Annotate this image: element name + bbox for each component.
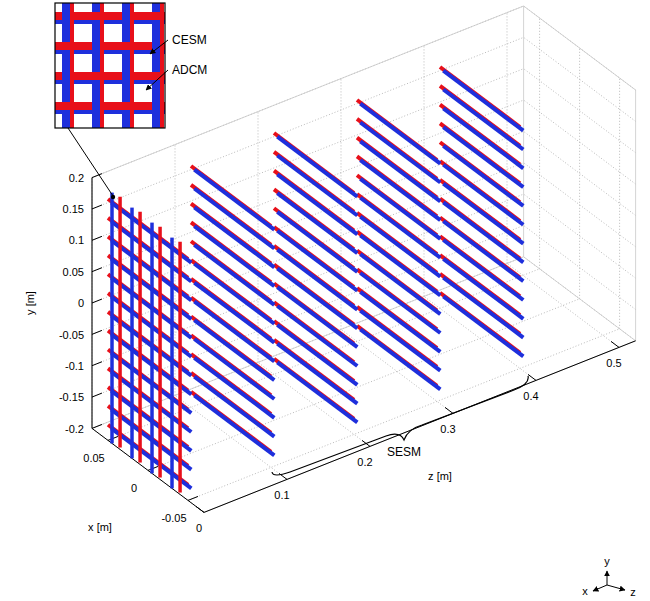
axis-line [92, 299, 102, 303]
electrode-panels [108, 67, 523, 493]
tick-label: 0 [131, 483, 137, 494]
tick-label: -0.05 [161, 513, 186, 524]
triad-arrow [593, 585, 607, 591]
inset-strip [120, 42, 136, 50]
inset-leader-dot [111, 195, 115, 199]
axis-line [92, 205, 102, 209]
tick-label: 0.3 [440, 424, 455, 435]
zoom-inset [55, 3, 165, 128]
grid-line [579, 48, 580, 299]
inset-frame [55, 3, 165, 128]
grid-line [524, 69, 636, 153]
electrode-strip [178, 242, 182, 493]
brace [272, 376, 528, 475]
axis-line [92, 424, 102, 428]
axis-grid [92, 6, 636, 512]
electrode-strip [443, 296, 523, 356]
axis-label: y [m] [25, 291, 36, 315]
tick-label: -0.2 [65, 424, 84, 435]
inset-strip [120, 102, 136, 110]
grid-line [92, 428, 204, 512]
grid-line [92, 225, 524, 397]
tick-label: 0.1 [274, 490, 289, 501]
inset-strip [55, 102, 165, 110]
electrode-strip [118, 197, 122, 448]
tick-label: -0.05 [59, 330, 84, 341]
axis-line [204, 341, 636, 513]
tick-label: 0.2 [357, 457, 372, 468]
inset-leader [68, 128, 113, 196]
axis-line [445, 407, 453, 413]
grid-line [507, 263, 619, 347]
axis-line [92, 362, 102, 366]
inset-strip [90, 12, 106, 20]
tick-label: 0.05 [83, 453, 104, 464]
axis-line [196, 506, 204, 512]
grid-line [92, 131, 524, 303]
callout-label: SESM [387, 446, 421, 458]
callout-leader [150, 40, 168, 54]
electrode-strip [110, 193, 114, 444]
tick-label: 0 [78, 298, 84, 309]
tick-label: 0.15 [63, 204, 84, 215]
inset-strip [55, 42, 165, 50]
tick-label: 0.05 [63, 267, 84, 278]
triad-arrow [607, 585, 625, 590]
electrode-strip [194, 395, 274, 455]
axis-line [528, 374, 536, 380]
axis-line [92, 236, 102, 240]
wall-outline [524, 6, 636, 341]
grid-line [258, 362, 370, 446]
electrode-strip [138, 212, 142, 463]
axis-line [92, 393, 102, 397]
electrode-strip [360, 329, 440, 389]
grid-line [619, 78, 620, 329]
axis-line [188, 496, 198, 500]
tick-label: 0.5 [606, 358, 621, 369]
triad-arrow [607, 571, 608, 585]
callout-label: ADCM [172, 64, 207, 76]
axis-line [92, 268, 102, 272]
electrode-strip [130, 208, 134, 459]
callout-label: CESM [172, 34, 207, 46]
grid-line [175, 395, 287, 479]
inset-strip [60, 102, 76, 110]
triad-label: z [630, 587, 636, 598]
tick-label: -0.1 [65, 361, 84, 372]
inset-strip [152, 3, 160, 128]
triad-label: y [604, 556, 610, 567]
callout-leader [146, 70, 168, 90]
tick-label: 0.1 [69, 235, 84, 246]
inset-strip [100, 3, 104, 128]
axis-label: x [m] [88, 522, 112, 533]
tick-label: -0.15 [59, 392, 84, 403]
inset-ground [55, 3, 165, 128]
axis-line [92, 428, 204, 512]
electrode-strip [150, 223, 154, 474]
grid-line [92, 194, 524, 366]
inset-strip [90, 72, 106, 80]
inset-strip [150, 12, 165, 20]
tick-label: 0 [196, 523, 202, 534]
electrode-strip [277, 362, 357, 422]
triad-label: x [582, 586, 588, 597]
tick-label: 0.4 [523, 391, 538, 402]
tick-label: 0.2 [69, 173, 84, 184]
grid-line [188, 329, 620, 501]
electrode-strip [170, 238, 174, 489]
inset-strip [92, 3, 100, 128]
grid-line [539, 18, 540, 269]
axis-line [92, 330, 102, 334]
axis-label: z [m] [428, 471, 452, 482]
inset-strip [160, 3, 164, 128]
inset-strip [60, 42, 76, 50]
electrode-strip [158, 227, 162, 478]
axis-line [611, 341, 619, 347]
inset-strip [150, 72, 165, 80]
